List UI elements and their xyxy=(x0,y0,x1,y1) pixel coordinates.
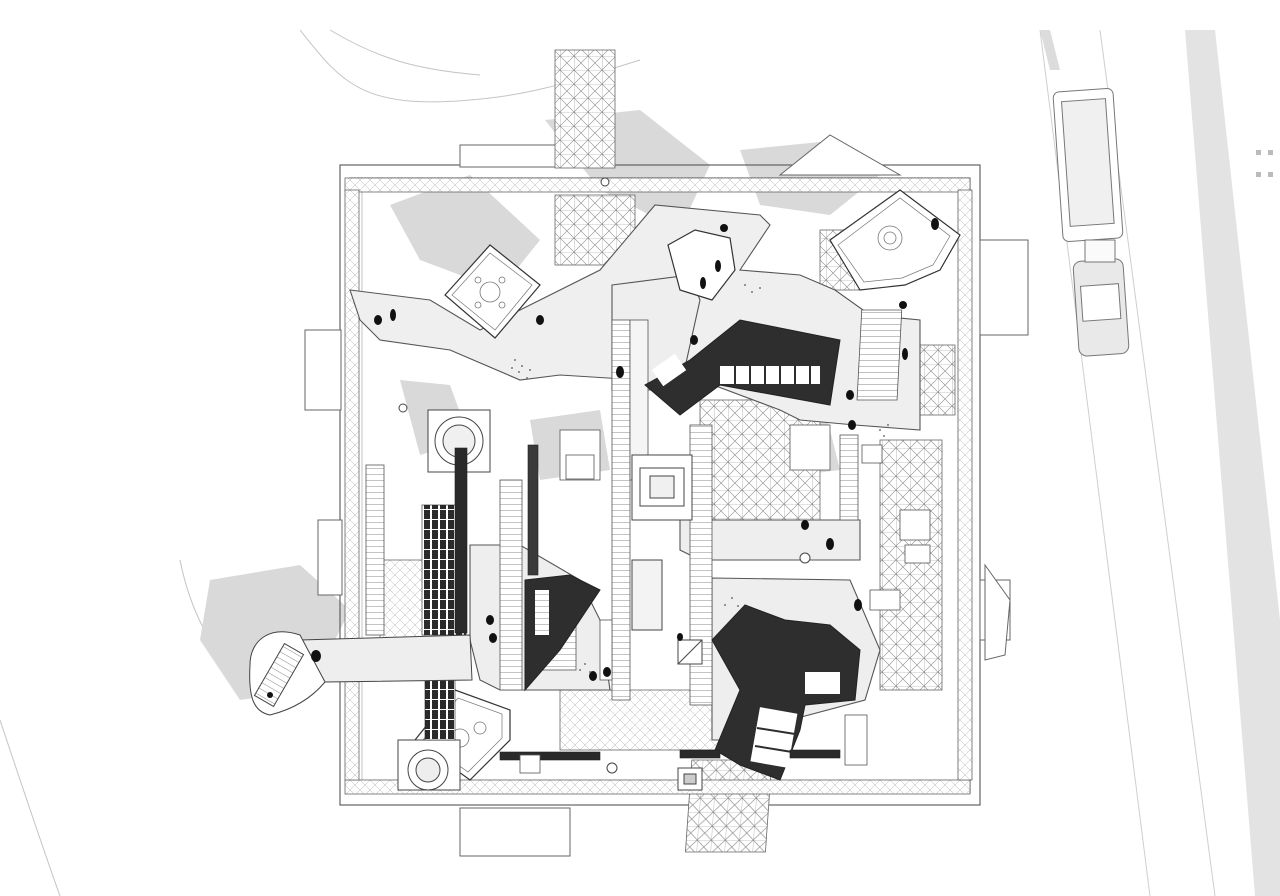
dark-roof-west xyxy=(524,574,601,692)
vehicle xyxy=(1052,87,1130,357)
perimeter-annexes xyxy=(304,134,1029,857)
site-markers xyxy=(1256,150,1273,177)
furniture xyxy=(450,225,903,748)
dark-roof-north xyxy=(644,319,841,416)
dark-roof-south xyxy=(711,604,861,781)
atrium xyxy=(631,454,703,791)
dark-modules xyxy=(421,444,841,761)
people xyxy=(267,218,939,698)
equipment xyxy=(519,424,931,774)
stipple xyxy=(511,284,889,673)
